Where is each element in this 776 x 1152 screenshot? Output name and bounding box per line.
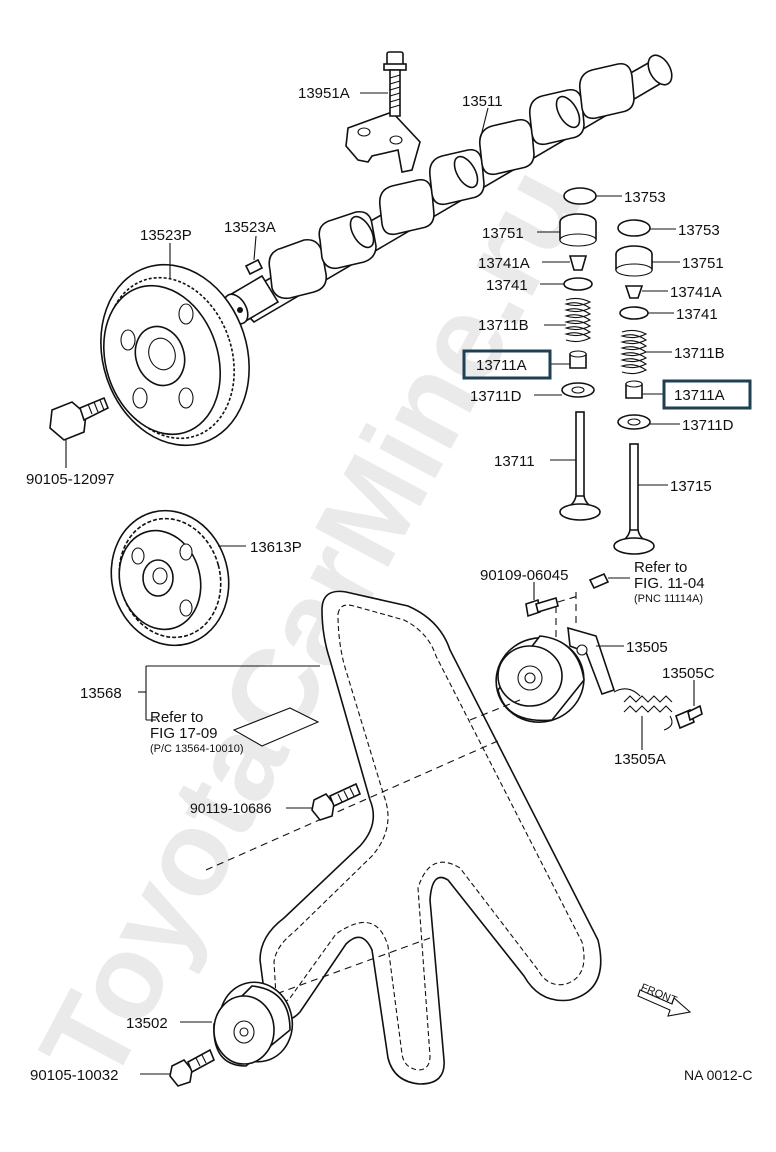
- label-13951A: 13951A: [298, 85, 350, 102]
- exhaust-valve: [613, 443, 655, 555]
- label-90119-10686: 90119-10686: [190, 800, 272, 816]
- ref-fig1709-line3: (P/C 13564-10010): [150, 743, 244, 755]
- tensioner-bolt: [525, 596, 559, 618]
- timing-belt: [259, 590, 602, 1085]
- tensioner-bracket: [567, 626, 616, 696]
- valve-spring: [564, 297, 592, 343]
- tensioner-pulley: [495, 635, 585, 723]
- label-13741A-b: 13741A: [670, 284, 722, 301]
- label-13751-a: 13751: [482, 225, 524, 242]
- ref-fig1709-line1: Refer to: [150, 709, 203, 726]
- idler-pulley-bolt: [169, 1048, 216, 1087]
- label-13751-b: 13751: [682, 255, 724, 272]
- label-13711B-b: 13711B: [674, 345, 725, 362]
- valve-keeper-2: [624, 285, 644, 299]
- ref-fig1709-line2: FIG 17-09: [150, 725, 218, 742]
- label-13711: 13711: [494, 453, 535, 470]
- cap-bolt: [383, 51, 407, 117]
- label-13523A: 13523A: [224, 219, 276, 236]
- ref-fig1104-line3: (PNC 11114A): [634, 593, 703, 605]
- dowel-pin: [588, 572, 610, 590]
- label-13568: 13568: [80, 685, 122, 702]
- label-13711A-a: 13711A: [476, 357, 527, 374]
- label-13711D-a: 13711D: [470, 388, 522, 405]
- label-13711D-b: 13711D: [682, 417, 734, 434]
- idler-bolt: [311, 782, 362, 821]
- label-13505: 13505: [626, 639, 668, 656]
- highlight-13711A-left: [462, 349, 552, 380]
- pulley-bolt: [49, 396, 110, 441]
- crankshaft-pulley: [110, 509, 230, 647]
- adjusting-shim-2: [617, 219, 651, 237]
- label-13741-a: 13741: [486, 277, 528, 294]
- label-13511: 13511: [462, 93, 503, 110]
- belt-card: [232, 707, 320, 747]
- idler-pulley: [213, 981, 294, 1067]
- label-13753-a: 13753: [624, 189, 666, 206]
- tensioner-stud: [675, 704, 703, 730]
- highlight-13711A-right: [662, 379, 752, 410]
- ref-fig1104-line1: Refer to: [634, 559, 687, 576]
- label-13715: 13715: [670, 478, 712, 495]
- spring-retainer-2: [619, 306, 649, 320]
- label-13613P: 13613P: [250, 539, 302, 556]
- label-13523P: 13523P: [140, 227, 192, 244]
- label-13711B-a: 13711B: [478, 317, 529, 334]
- label-90109-06045: 90109-06045: [480, 567, 568, 584]
- label-13505A: 13505A: [614, 751, 666, 768]
- camshaft: [223, 54, 673, 325]
- front-arrow-icon: FRONT: [637, 982, 692, 1017]
- bearing-cap: [345, 111, 421, 173]
- valve-lifter-2: [615, 245, 653, 277]
- intake-valve: [559, 411, 601, 521]
- label-13741A-a: 13741A: [478, 255, 530, 272]
- valve-spring-2: [620, 329, 648, 375]
- valve-keeper: [568, 255, 588, 271]
- label-90105-12097: 90105-12097: [26, 471, 114, 488]
- label-13502: 13502: [126, 1015, 168, 1032]
- ref-fig1104-line2: FIG. 11-04: [634, 575, 705, 592]
- camshaft-pulley: [100, 263, 250, 447]
- adjusting-shim: [563, 187, 597, 205]
- figure-code: NA 0012-C: [684, 1067, 752, 1083]
- spring-retainer: [563, 277, 593, 291]
- label-13753-b: 13753: [678, 222, 720, 239]
- tensioner-spring: [613, 688, 673, 731]
- key: [244, 258, 264, 276]
- label-13711A-b: 13711A: [674, 387, 725, 404]
- label-13741-b: 13741: [676, 306, 718, 323]
- label-13505C: 13505C: [662, 665, 715, 682]
- valve-lifter: [559, 213, 597, 247]
- label-90105-10032: 90105-10032: [30, 1067, 118, 1084]
